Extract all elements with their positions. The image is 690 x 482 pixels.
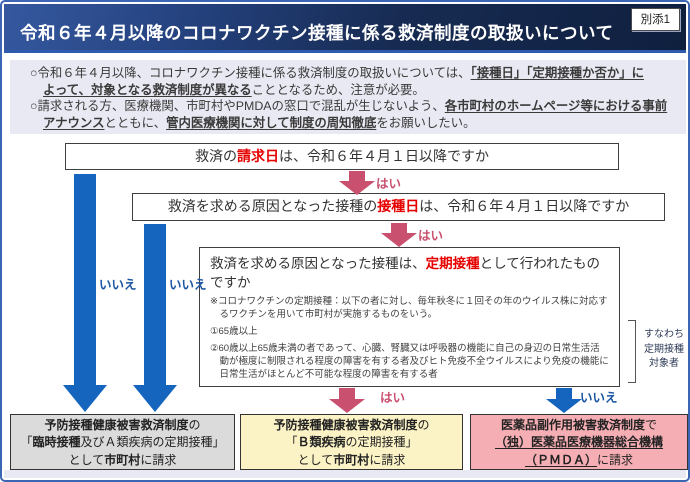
bullet-2-line-1: ○請求される方、医療機関、市町村やPMDAの窓口で混乱が生じないよう、各市町村の… (30, 99, 668, 113)
label-yes-2: はい (418, 229, 444, 243)
summary-panel: ○令和６年４月以降、コロナワクチン接種に係る救済制度の取扱いについては、「接種日… (10, 60, 686, 134)
routine-item-1: ①65歳以上 (210, 326, 258, 338)
side-note-line: すなわち (644, 329, 684, 340)
outcome-box-pmda: 医薬品副作用被害救済制度で （独）医薬品医療機器総合機構 （ＰＭＤＡ）に請求 (470, 414, 688, 470)
arrow-down-no-1-head (63, 385, 107, 412)
question-box-routine-vaccination: 救済を求める原因となった接種は、定期接種として行われたものですか ※コロナワクチ… (199, 247, 620, 387)
label-yes-3: はい (380, 391, 406, 405)
arrow-down-no-1 (74, 174, 96, 385)
arrow-down-yes-2 (391, 223, 407, 233)
routine-item-2: ②60歳以上65歳未満の者であって、心臓、腎臓又は呼吸器の機能に自己の身辺の日常… (210, 343, 609, 380)
outcome-line: （ＰＭＤＡ）に請求 (524, 452, 634, 467)
bullet-1-line-1: ○令和６年４月以降、コロナワクチン接種に係る救済制度の取扱いについては、「接種日… (30, 66, 645, 80)
outcome-line: として市町村に請求 (68, 452, 177, 467)
label-no-3: いいえ (580, 391, 618, 405)
question-box-vaccination-date: 救済を求める原因となった接種の接種日は、令和６年４月１日以降ですか (132, 193, 665, 221)
outcome-line: 予防接種健康被害救済制度の (44, 418, 201, 432)
outcome-line: 医薬品副作用被害救済制度で (500, 418, 658, 432)
outcome-line: 「Ｂ類疾病の定期接種」 (285, 435, 418, 450)
arrow-down-yes-2-head (381, 233, 417, 247)
arrow-down-no-2 (144, 224, 166, 385)
side-note-line: 定期接種 (644, 343, 684, 355)
question-box-claim-date: 救済の請求日は、令和６年４月１日以降ですか (65, 143, 619, 170)
routine-definition-note: ※コロナワクチンの定期接種：以下の者に対し、毎年秋冬に１回その年のウイルス株に対… (210, 296, 608, 321)
side-note-line: 対象者 (649, 358, 679, 369)
outcome-box-municipal-class-b: 予防接種健康被害救済制度の 「Ｂ類疾病の定期接種」 として市町村に請求 (240, 414, 463, 470)
label-no-1: いいえ (99, 278, 137, 292)
arrow-down-yes-3-head (329, 399, 365, 413)
bullet-2-line-2: アナウンスとともに、管内医療機関に対して制度の周知徹底をお願いしたい。 (43, 115, 476, 130)
side-note: すなわち 定期接種 対象者 (638, 328, 688, 372)
outcome-line: として市町村に請求 (297, 452, 406, 467)
routine-question-text: 救済を求める原因となった接種は、定期接種として行われたものですか (210, 256, 601, 291)
title-bar: 令和６年４月以降のコロナワクチン接種に係る救済制度の取扱いについて (4, 4, 686, 53)
outcome-line: 予防接種健康被害救済制度の (273, 418, 430, 432)
outcome-line: （独）医薬品医療機器総合機構 (494, 435, 663, 450)
outcome-line: 「臨時接種及びＡ類疾病の定期接種」 (20, 435, 225, 450)
arrow-down-yes-1 (349, 171, 365, 181)
arrow-down-no-3 (556, 388, 572, 399)
page-title: 令和６年４月以降のコロナワクチン接種に係る救済制度の取扱いについて (20, 23, 614, 43)
arrow-down-no-3-head (546, 399, 582, 413)
bottom-margin-strip (4, 470, 686, 478)
arrow-down-yes-3 (339, 388, 355, 399)
attachment-badge: 別添1 (630, 8, 680, 31)
side-bracket (628, 320, 636, 383)
arrow-down-no-2-head (133, 385, 177, 412)
label-yes-1: はい (376, 177, 402, 191)
arrow-down-yes-1-head (339, 181, 375, 195)
outcome-box-municipal-emergency: 予防接種健康被害救済制度の 「臨時接種及びＡ類疾病の定期接種」 として市町村に請… (10, 414, 235, 470)
bullet-1-line-2: よって、対象となる救済制度が異なることとなるため、注意が必要。 (43, 82, 425, 97)
label-no-2: いいえ (169, 278, 207, 292)
